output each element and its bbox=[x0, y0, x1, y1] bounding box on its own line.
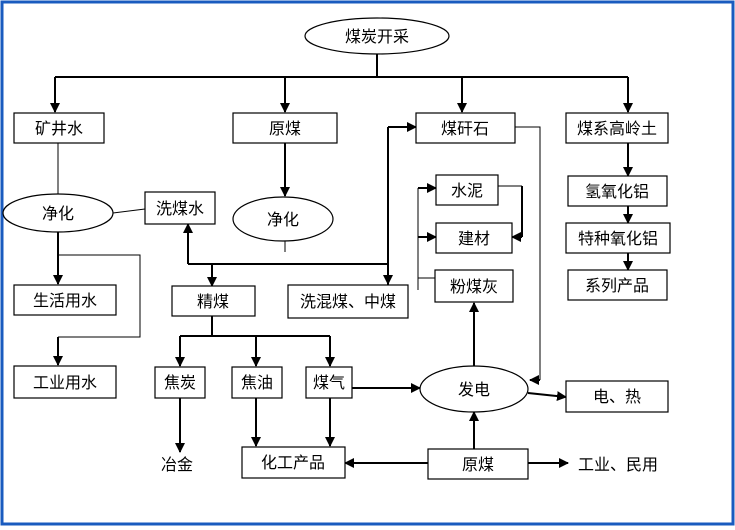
node-purify-left: 净化 bbox=[2, 193, 114, 233]
node-fly-ash-label: 粉煤灰 bbox=[450, 277, 498, 296]
node-kaolin-label: 煤系高岭土 bbox=[577, 119, 657, 138]
node-mine-water: 矿井水 bbox=[13, 112, 105, 144]
node-coal-wash-water-label: 洗煤水 bbox=[156, 199, 204, 218]
node-gas-label: 煤气 bbox=[313, 373, 345, 392]
node-electricity-heat-label: 电、热 bbox=[593, 387, 641, 406]
node-chemical-products-label: 化工产品 bbox=[261, 453, 325, 472]
node-electricity-heat: 电、热 bbox=[565, 380, 669, 413]
node-series-products: 系列产品 bbox=[567, 269, 668, 301]
node-kaolin: 煤系高岭土 bbox=[565, 112, 669, 144]
node-coal-mining: 煤炭开采 bbox=[304, 17, 450, 55]
node-purify-left-label: 净化 bbox=[42, 204, 74, 223]
node-raw-coal-top: 原煤 bbox=[232, 112, 338, 144]
node-aluminum-hydroxide-label: 氢氧化铝 bbox=[585, 182, 649, 201]
node-clean-coal-label: 精煤 bbox=[197, 292, 229, 311]
node-raw-coal-top-label: 原煤 bbox=[269, 119, 301, 138]
node-mixed-coal-label: 洗混煤、中煤 bbox=[300, 292, 396, 311]
connectors bbox=[50, 52, 633, 468]
node-cement: 水泥 bbox=[435, 174, 499, 206]
node-raw-coal-bottom: 原煤 bbox=[427, 448, 529, 480]
node-mine-water-label: 矿井水 bbox=[35, 119, 83, 138]
node-raw-coal-bottom-label: 原煤 bbox=[462, 455, 494, 474]
node-purify-mid-label: 净化 bbox=[267, 210, 299, 229]
node-metallurgy-label: 冶金 bbox=[161, 455, 193, 474]
node-tar-label: 焦油 bbox=[241, 373, 273, 392]
node-special-alumina: 特种氧化铝 bbox=[565, 222, 671, 254]
node-purify-mid: 净化 bbox=[232, 196, 334, 242]
node-coke-label: 焦炭 bbox=[164, 373, 196, 392]
node-cement-label: 水泥 bbox=[451, 181, 483, 200]
node-coal-wash-water: 洗煤水 bbox=[144, 191, 216, 225]
node-industrial-civil: 工业、民用 bbox=[578, 455, 658, 474]
node-chemical-products: 化工产品 bbox=[241, 446, 346, 479]
node-series-products-label: 系列产品 bbox=[585, 276, 649, 295]
node-industrial-water: 工业用水 bbox=[13, 365, 117, 399]
node-special-alumina-label: 特种氧化铝 bbox=[578, 229, 658, 248]
node-coal-gangue-label: 煤矸石 bbox=[441, 119, 489, 138]
node-coal-mining-label: 煤炭开采 bbox=[345, 27, 409, 46]
node-building-material: 建材 bbox=[435, 222, 513, 254]
node-building-material-label: 建材 bbox=[458, 229, 490, 248]
node-fly-ash: 粉煤灰 bbox=[434, 269, 514, 303]
node-aluminum-hydroxide: 氢氧化铝 bbox=[567, 175, 668, 207]
node-clean-coal: 精煤 bbox=[171, 285, 256, 317]
node-coke: 焦炭 bbox=[154, 366, 206, 399]
node-domestic-water: 生活用水 bbox=[13, 284, 117, 316]
node-coal-gangue: 煤矸石 bbox=[415, 112, 516, 144]
node-gas: 煤气 bbox=[305, 366, 353, 399]
node-mixed-coal: 洗混煤、中煤 bbox=[287, 284, 409, 319]
node-domestic-water-label: 生活用水 bbox=[33, 291, 97, 310]
node-power-generation-label: 发电 bbox=[458, 380, 490, 399]
node-tar: 焦油 bbox=[231, 366, 283, 399]
node-metallurgy: 冶金 bbox=[161, 455, 193, 474]
node-industrial-water-label: 工业用水 bbox=[33, 373, 97, 392]
node-power-generation: 发电 bbox=[419, 365, 529, 413]
node-industrial-civil-label: 工业、民用 bbox=[578, 455, 658, 474]
